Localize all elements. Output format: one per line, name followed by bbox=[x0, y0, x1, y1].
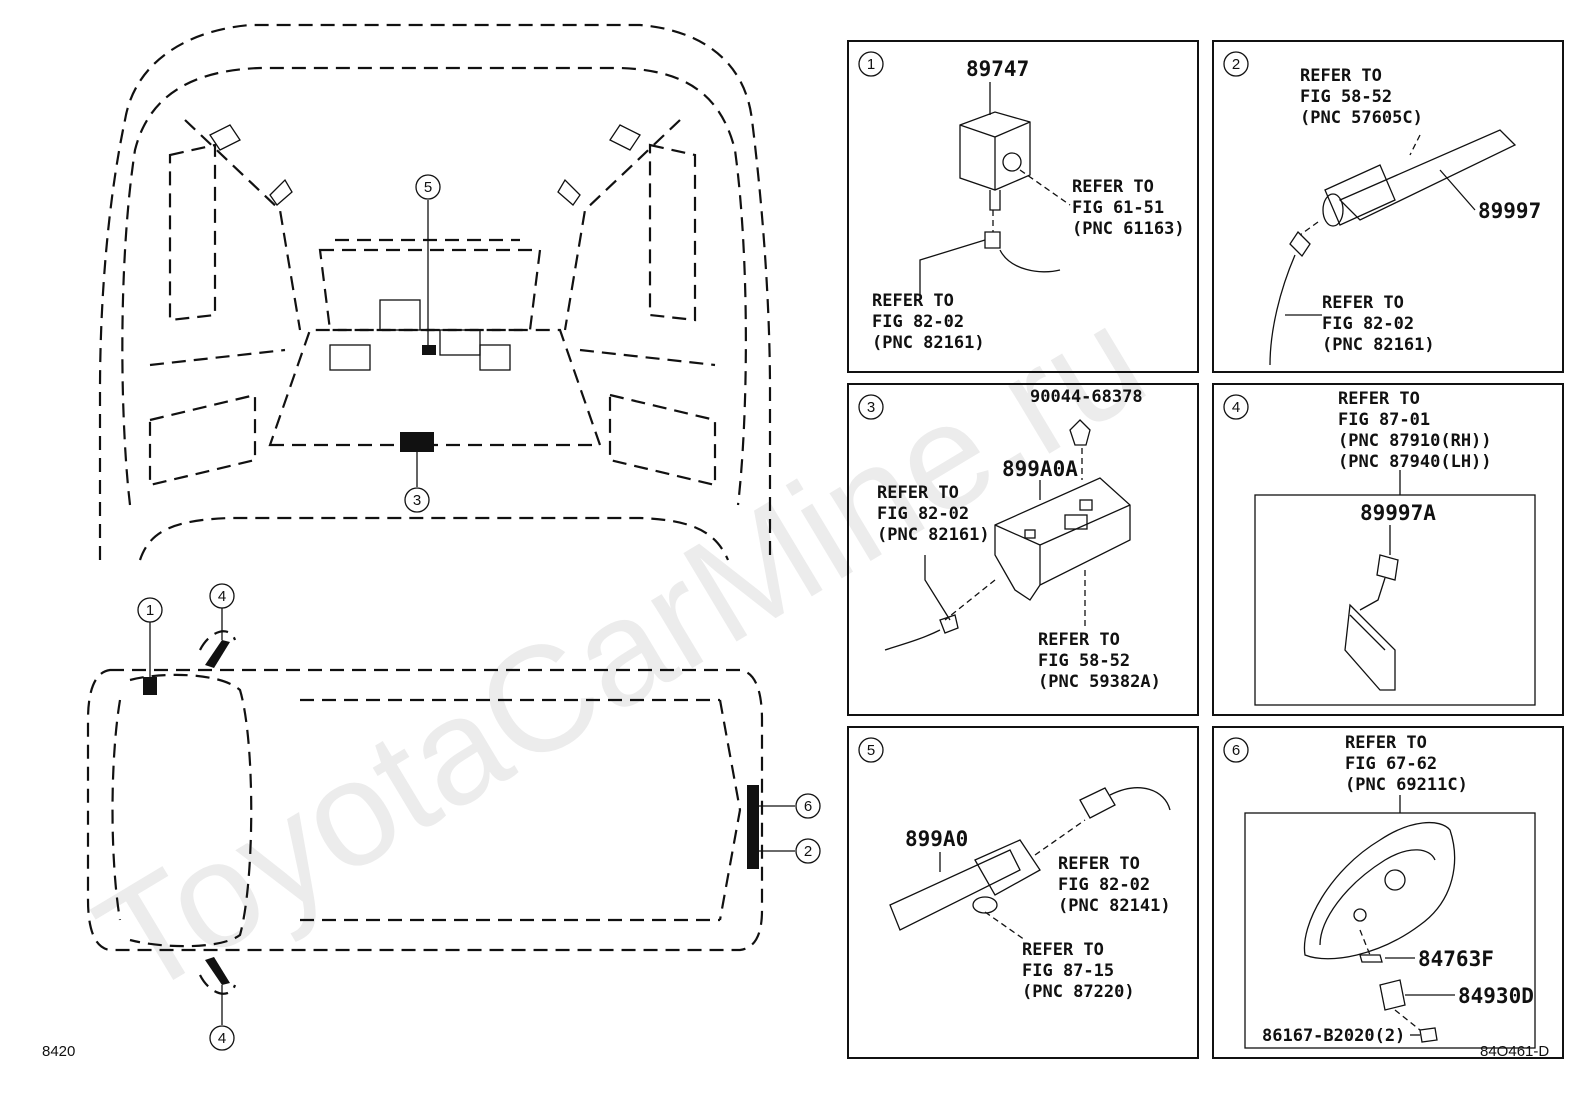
callout-5: 5 bbox=[415, 174, 441, 200]
svg-text:4: 4 bbox=[218, 1030, 226, 1047]
svg-text:FIG 82-02: FIG 82-02 bbox=[1058, 875, 1150, 895]
svg-text:REFER TO: REFER TO bbox=[1300, 66, 1382, 86]
part-number-89997A: 89997A bbox=[1360, 501, 1436, 525]
top-view bbox=[86, 608, 795, 1025]
svg-text:REFER TO: REFER TO bbox=[872, 291, 954, 311]
panel-1: 1 89747 REFER TO FIG 61-51 (PNC 61163) R… bbox=[847, 40, 1199, 373]
mirror-lh bbox=[205, 957, 230, 985]
watermark: ToyotaCarMine.ru bbox=[70, 274, 1171, 1028]
svg-text:2: 2 bbox=[1232, 56, 1240, 73]
callout-4-rh: 4 bbox=[209, 583, 235, 609]
svg-text:FIG 82-02: FIG 82-02 bbox=[877, 504, 969, 524]
panel-5: 5 899A0 REFER TO FIG 82-02 (PNC 82141) R… bbox=[847, 726, 1199, 1059]
part-number-89747: 89747 bbox=[966, 57, 1029, 81]
panel-4: 4 REFER TO FIG 87-01 (PNC 87910(RH)) (PN… bbox=[1212, 383, 1564, 716]
location-marker-1 bbox=[143, 677, 157, 695]
svg-text:5: 5 bbox=[867, 742, 875, 759]
svg-text:(PNC 87940(LH)): (PNC 87940(LH)) bbox=[1338, 452, 1492, 472]
svg-text:2: 2 bbox=[804, 843, 812, 860]
mirror-rh bbox=[205, 640, 230, 668]
drawing-id: 84O461-D bbox=[1480, 1043, 1549, 1060]
callout-2: 2 bbox=[795, 838, 821, 864]
part-number-84763F: 84763F bbox=[1418, 947, 1494, 971]
svg-text:FIG 67-62: FIG 67-62 bbox=[1345, 754, 1437, 774]
svg-text:5: 5 bbox=[424, 179, 432, 196]
svg-text:FIG 61-51: FIG 61-51 bbox=[1072, 198, 1164, 218]
svg-text:6: 6 bbox=[804, 798, 812, 815]
svg-text:REFER TO: REFER TO bbox=[1022, 940, 1104, 960]
svg-text:(PNC 82161): (PNC 82161) bbox=[1322, 335, 1435, 355]
svg-text:REFER TO: REFER TO bbox=[1038, 630, 1120, 650]
svg-text:REFER TO: REFER TO bbox=[877, 483, 959, 503]
svg-text:FIG 87-15: FIG 87-15 bbox=[1022, 961, 1114, 981]
svg-text:(PNC 59382A): (PNC 59382A) bbox=[1038, 672, 1161, 692]
svg-text:(PNC 82161): (PNC 82161) bbox=[877, 525, 990, 545]
svg-text:FIG 58-52: FIG 58-52 bbox=[1038, 651, 1130, 671]
svg-text:FIG 82-02: FIG 82-02 bbox=[872, 312, 964, 332]
svg-text:REFER TO: REFER TO bbox=[1338, 389, 1420, 409]
svg-text:1: 1 bbox=[146, 602, 154, 619]
svg-text:3: 3 bbox=[867, 399, 875, 416]
svg-text:FIG 58-52: FIG 58-52 bbox=[1300, 87, 1392, 107]
interior-view bbox=[98, 23, 772, 561]
svg-text:1: 1 bbox=[867, 56, 875, 73]
svg-text:4: 4 bbox=[1232, 399, 1240, 416]
svg-text:4: 4 bbox=[218, 588, 226, 605]
panel-3: 3 90044-68378 899A0A REFER TO FIG 82-02 … bbox=[847, 383, 1199, 716]
panel-6: 6 REFER TO FIG 67-62 (PNC 69211C) 84763F… bbox=[1212, 726, 1564, 1059]
part-number-90044-68378: 90044-68378 bbox=[1030, 387, 1143, 407]
svg-text:(PNC 69211C): (PNC 69211C) bbox=[1345, 775, 1468, 795]
callout-4-lh: 4 bbox=[209, 1025, 235, 1051]
svg-text:6: 6 bbox=[1232, 742, 1240, 759]
callout-6: 6 bbox=[795, 793, 821, 819]
svg-text:(PNC 57605C): (PNC 57605C) bbox=[1300, 108, 1423, 128]
location-marker-6-2 bbox=[747, 785, 759, 869]
part-number-84930D: 84930D bbox=[1458, 984, 1534, 1008]
location-marker-5 bbox=[422, 345, 436, 355]
location-marker-3 bbox=[400, 432, 434, 452]
svg-text:3: 3 bbox=[413, 492, 421, 509]
callout-1: 1 bbox=[137, 597, 163, 623]
panel-2: 2 REFER TO FIG 58-52 (PNC 57605C) 89997 … bbox=[1212, 40, 1564, 373]
svg-text:(PNC 61163): (PNC 61163) bbox=[1072, 219, 1185, 239]
svg-text:REFER TO: REFER TO bbox=[1345, 733, 1427, 753]
part-number-899A0A: 899A0A bbox=[1002, 457, 1078, 481]
svg-text:REFER TO: REFER TO bbox=[1072, 177, 1154, 197]
svg-text:(PNC 82141): (PNC 82141) bbox=[1058, 896, 1171, 916]
svg-text:(PNC 87220): (PNC 87220) bbox=[1022, 982, 1135, 1002]
figure-number: 8420 bbox=[42, 1043, 75, 1060]
part-number-89997: 89997 bbox=[1478, 199, 1541, 223]
callout-3: 3 bbox=[404, 487, 430, 513]
svg-text:(PNC 82161): (PNC 82161) bbox=[872, 333, 985, 353]
svg-text:FIG 82-02: FIG 82-02 bbox=[1322, 314, 1414, 334]
part-number-899A0: 899A0 bbox=[905, 827, 968, 851]
part-number-86167-B2020: 86167-B2020(2) bbox=[1262, 1026, 1405, 1046]
svg-text:REFER TO: REFER TO bbox=[1322, 293, 1404, 313]
svg-text:(PNC 87910(RH)): (PNC 87910(RH)) bbox=[1338, 431, 1492, 451]
svg-text:REFER TO: REFER TO bbox=[1058, 854, 1140, 874]
svg-text:FIG 87-01: FIG 87-01 bbox=[1338, 410, 1430, 430]
